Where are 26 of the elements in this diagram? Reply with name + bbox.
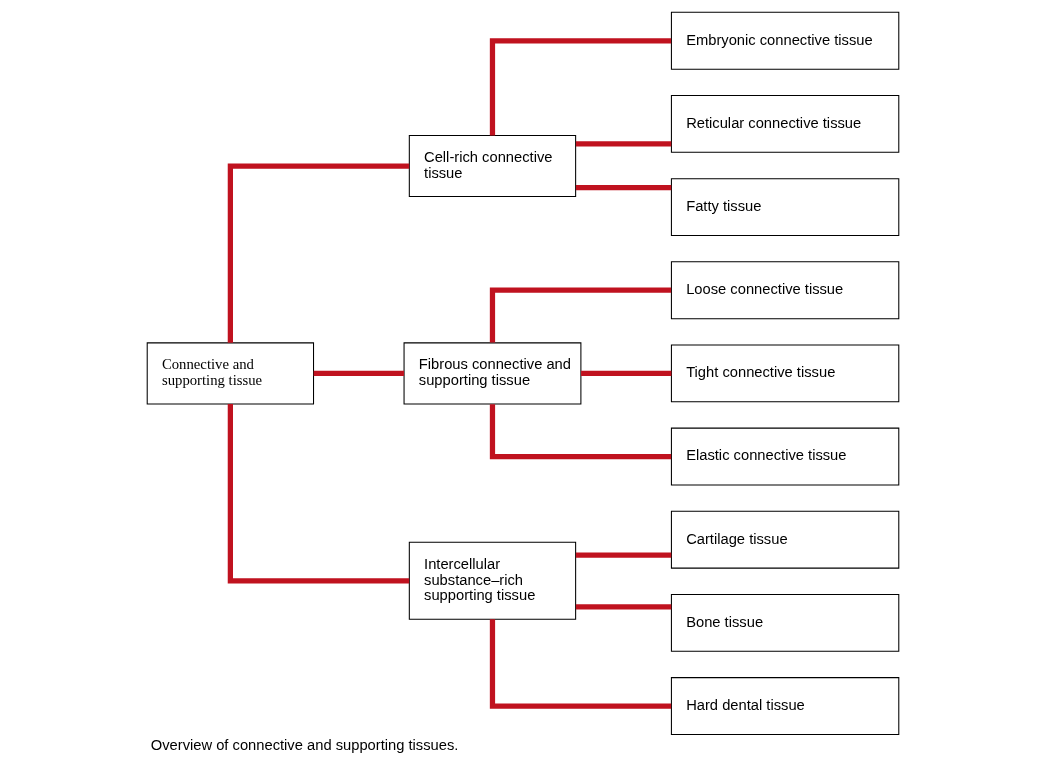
- node-box: Fibrous connective and supporting tissue: [403, 342, 582, 405]
- node-box: Hard dental tissue: [670, 677, 900, 735]
- node-box: Embryonic connective tissue: [670, 11, 900, 70]
- node-box: Tight connective tissue: [670, 344, 900, 403]
- node-box: Loose connective tissue: [670, 261, 900, 320]
- connector: [575, 552, 672, 558]
- node-box: Fatty tissue: [670, 178, 900, 237]
- node-box: Connective and supporting tissue: [146, 342, 315, 405]
- connector: [313, 370, 404, 376]
- node-box: Elastic connective tissue: [670, 427, 900, 486]
- node-box: Cell-rich connective tissue: [408, 134, 577, 198]
- node-box: Reticular connective tissue: [670, 94, 900, 153]
- connector: [227, 404, 410, 584]
- connector: [227, 163, 410, 343]
- connector: [575, 141, 672, 147]
- connector: [581, 370, 672, 376]
- connector: [489, 619, 672, 709]
- node-box: Intercellular substance–rich supporting tissue: [408, 541, 577, 620]
- connector: [575, 604, 672, 610]
- connector: [489, 287, 672, 343]
- caption: Overview of connective and supporting tissues.: [150, 737, 459, 754]
- connector: [489, 404, 672, 460]
- connector: [489, 38, 672, 136]
- node-box: Bone tissue: [670, 593, 900, 652]
- connector: [575, 185, 672, 191]
- node-box: Cartilage tissue: [670, 510, 900, 569]
